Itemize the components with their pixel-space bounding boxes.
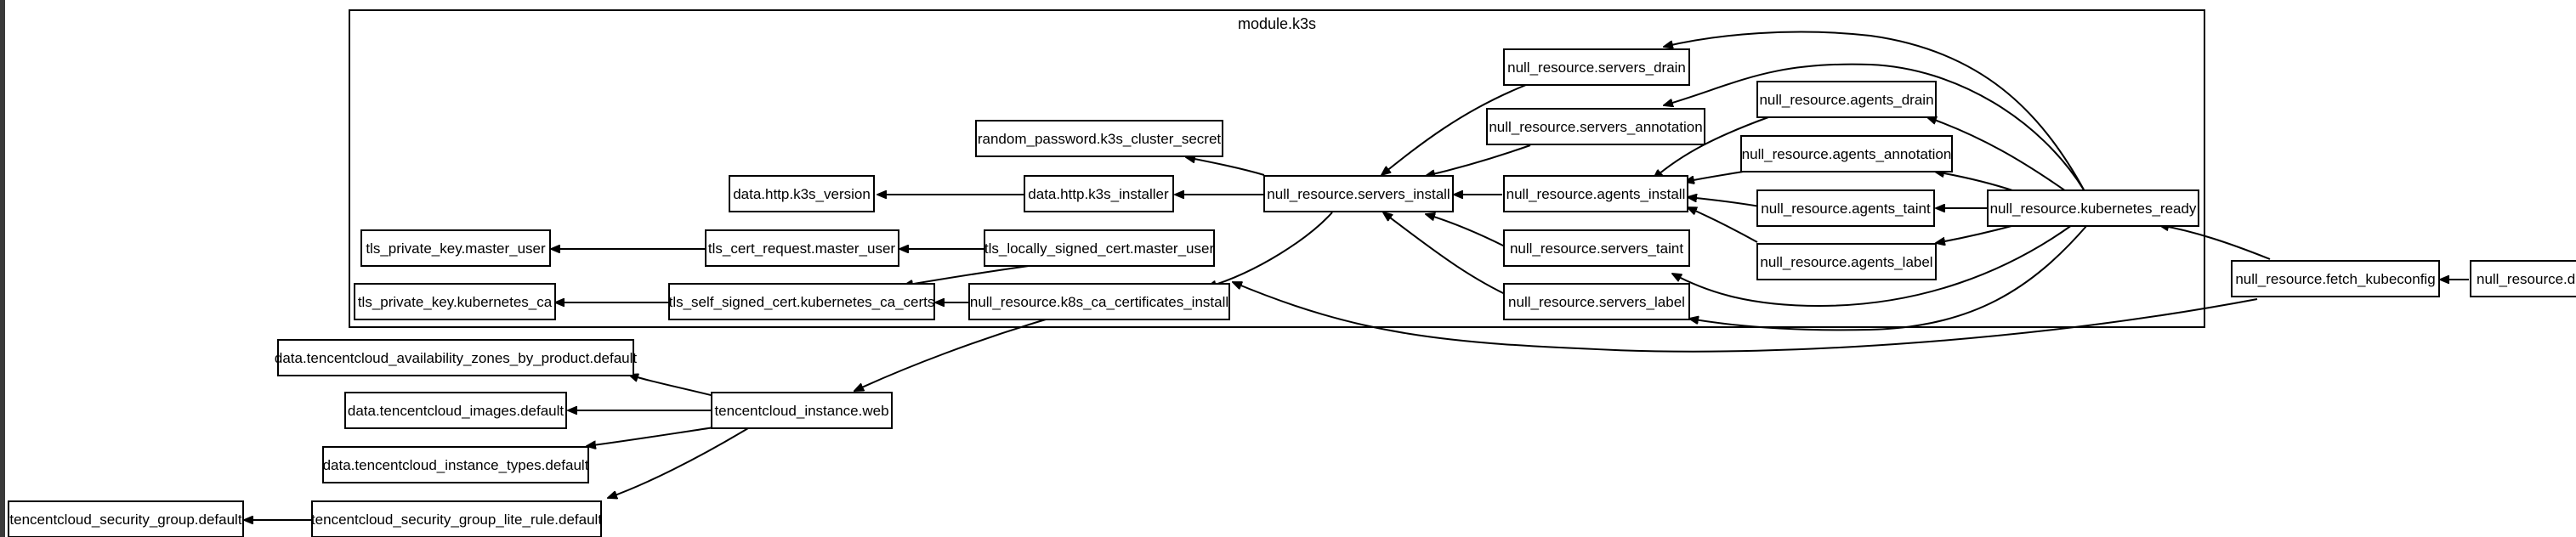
edge-agents-taint-to-agents-install: [1688, 197, 1761, 207]
node-agents-drain[interactable]: null_resource.agents_drain: [1756, 81, 1937, 118]
node-label: data.http.k3s_installer: [1028, 186, 1169, 202]
edge-fetch-kubeconfig-to-kubernetes-ready: [2159, 225, 2271, 260]
node-instance-web[interactable]: tencentcloud_instance.web: [711, 392, 893, 429]
node-master-user-cert[interactable]: tls_locally_signed_cert.master_user: [984, 229, 1215, 267]
node-k3s-version[interactable]: data.http.k3s_version: [729, 175, 875, 212]
node-label: null_resource.servers_taint: [1510, 240, 1683, 257]
node-label: null_resource.k8s_ca_certificates_instal…: [970, 294, 1228, 310]
edges: [244, 31, 2469, 520]
node-kubernetes-ready[interactable]: null_resource.kubernetes_ready: [1987, 189, 2199, 227]
node-label: tls_cert_request.master_user: [708, 240, 895, 257]
edge-instance-web-to-availability-zones: [629, 375, 715, 397]
edge-agents-drain-to-agents-install: [1654, 116, 1769, 178]
node-availability-zones[interactable]: data.tencentcloud_availability_zones_by_…: [275, 339, 638, 376]
node-agents-install[interactable]: null_resource.agents_install: [1503, 175, 1688, 212]
node-label: null_resource.agents_drain: [1759, 92, 1933, 108]
node-label: null_resource.de: [2477, 271, 2576, 287]
node-security-group-rule[interactable]: tencentcloud_security_group_lite_rule.de…: [311, 500, 602, 537]
edge-instance-web-to-security-group-rule: [608, 427, 749, 498]
edge-master-user-cert-to-kubernetes-ca-certs: [904, 265, 1030, 285]
edge-kubernetes-ready-to-servers-drain: [1664, 31, 2085, 192]
node-k3s-cluster-secret[interactable]: random_password.k3s_cluster_secret: [975, 120, 1223, 157]
node-label: null_resource.agents_label: [1760, 254, 1932, 270]
node-label: tencentcloud_security_group_lite_rule.de…: [311, 512, 602, 528]
node-fetch-kubeconfig[interactable]: null_resource.fetch_kubeconfig: [2231, 260, 2440, 297]
node-label: null_resource.servers_install: [1267, 186, 1450, 202]
edge-servers-annotation-to-servers-install: [1426, 144, 1531, 176]
node-security-group[interactable]: tencentcloud_security_group.default: [8, 500, 244, 537]
edge-fetch-kubeconfig-to-master-user-cert: [1233, 281, 2258, 353]
edge-servers-drain-to-servers-install: [1382, 84, 1527, 175]
node-label: data.tencentcloud_availability_zones_by_…: [275, 350, 638, 366]
node-label: tls_private_key.master_user: [366, 240, 546, 257]
module-k3s-cluster: module.k3s: [349, 9, 2205, 328]
node-servers-taint[interactable]: null_resource.servers_taint: [1503, 229, 1690, 267]
node-kubernetes-ca-certs[interactable]: tls_self_signed_cert.kubernetes_ca_certs: [668, 283, 935, 320]
node-servers-drain[interactable]: null_resource.servers_drain: [1503, 48, 1690, 86]
node-label: null_resource.agents_taint: [1761, 201, 1931, 217]
edge-agents-label-to-agents-install: [1688, 207, 1758, 243]
node-agents-annotation[interactable]: null_resource.agents_annotation: [1740, 135, 1953, 172]
edge-kubernetes-ready-to-servers-annotation: [1664, 63, 2085, 192]
node-master-user-request[interactable]: tls_cert_request.master_user: [705, 229, 899, 267]
node-label: null_resource.servers_drain: [1507, 59, 1686, 76]
node-agents-label[interactable]: null_resource.agents_label: [1756, 243, 1937, 280]
edge-servers-taint-to-servers-install: [1426, 214, 1506, 247]
edge-kubernetes-ready-to-agents-annotation: [1935, 172, 2016, 192]
node-label: data.http.k3s_version: [733, 186, 871, 202]
nodes: null_resource.servers_drain null_resourc…: [8, 48, 2576, 537]
node-label: tls_private_key.kubernetes_ca: [358, 294, 553, 310]
edge-kubernetes-ready-to-servers-label: [1689, 224, 2088, 331]
node-label: null_resource.kubernetes_ready: [1990, 201, 2197, 217]
node-label: data.tencentcloud_instance_types.default: [323, 457, 589, 473]
node-label: data.tencentcloud_images.default: [348, 403, 565, 419]
edge-servers-install-to-k3s-cluster-secret: [1186, 157, 1265, 176]
node-instance-types[interactable]: data.tencentcloud_instance_types.default: [322, 446, 589, 483]
edge-kubernetes-ready-to-agents-label: [1936, 224, 2016, 243]
node-agents-taint[interactable]: null_resource.agents_taint: [1756, 189, 1935, 227]
node-label: null_resource.servers_annotation: [1489, 119, 1702, 135]
edge-k8s-ca-install-to-instance-web: [854, 319, 1047, 391]
window-edge: [0, 0, 5, 537]
node-label: tencentcloud_security_group.default: [9, 512, 241, 528]
edge-instance-web-to-instance-types: [587, 427, 715, 446]
node-label: tls_self_signed_cert.kubernetes_ca_certs: [669, 294, 935, 310]
edge-kubernetes-ready-to-servers-taint: [1672, 224, 2073, 308]
node-label: null_resource.agents_install: [1506, 186, 1686, 202]
node-label: random_password.k3s_cluster_secret: [978, 131, 1222, 147]
node-label: null_resource.servers_label: [1508, 294, 1685, 310]
node-kubernetes-ca-key[interactable]: tls_private_key.kubernetes_ca: [354, 283, 556, 320]
edge-servers-label-to-servers-install: [1383, 212, 1523, 302]
node-label: tencentcloud_instance.web: [714, 403, 888, 419]
cluster-label: module.k3s: [1238, 15, 1316, 32]
node-servers-install[interactable]: null_resource.servers_install: [1263, 175, 1454, 212]
node-label: tls_locally_signed_cert.master_user: [984, 240, 1215, 257]
node-k8s-ca-certificates-install[interactable]: null_resource.k8s_ca_certificates_instal…: [968, 283, 1230, 320]
edge-kubernetes-ready-to-agents-drain: [1927, 117, 2067, 192]
node-label: null_resource.agents_annotation: [1742, 146, 1952, 162]
node-k3s-installer[interactable]: data.http.k3s_installer: [1024, 175, 1174, 212]
node-master-user-key[interactable]: tls_private_key.master_user: [360, 229, 551, 267]
node-servers-label[interactable]: null_resource.servers_label: [1503, 283, 1690, 320]
node-label: null_resource.fetch_kubeconfig: [2235, 271, 2435, 287]
node-partial-clipped[interactable]: null_resource.de: [2470, 260, 2576, 297]
edge-servers-install-to-k8s-ca-install: [1207, 212, 1333, 287]
node-servers-annotation[interactable]: null_resource.servers_annotation: [1486, 108, 1705, 145]
node-images[interactable]: data.tencentcloud_images.default: [344, 392, 567, 429]
cluster-border: [349, 9, 2205, 328]
